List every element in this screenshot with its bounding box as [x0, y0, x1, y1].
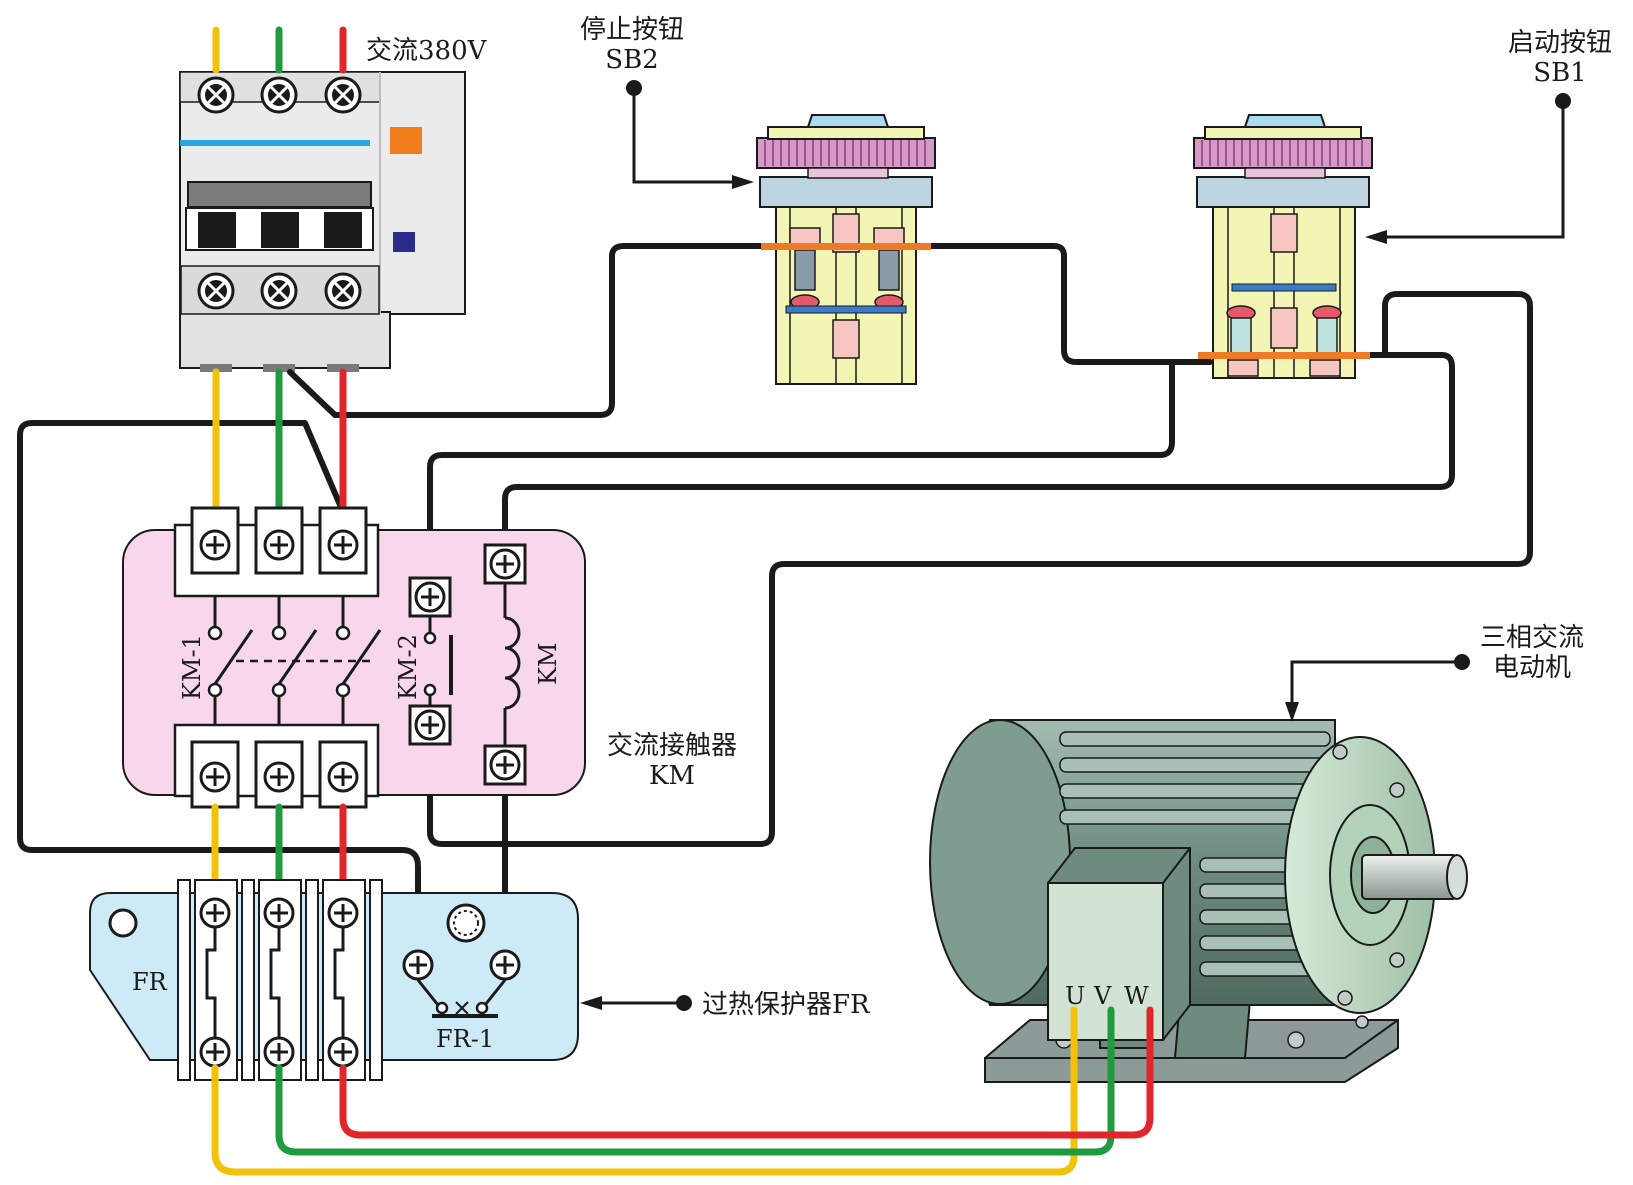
breaker-screw-icon[interactable] — [260, 272, 298, 310]
breaker-screw-icon[interactable] — [324, 76, 362, 114]
stop-button-sb2[interactable] — [756, 114, 936, 385]
contactor-km: KM-1 KM-2 KM — [122, 506, 586, 809]
breaker-screw-icon[interactable] — [324, 272, 362, 310]
km-coil — [483, 543, 527, 786]
contactor-title: 交流接触器 — [607, 731, 737, 761]
three-phase-motor: U V W — [929, 719, 1468, 1083]
km-coil-label: KM — [534, 642, 562, 685]
supply-voltage-label: 交流380V — [366, 36, 488, 66]
stop-button-title: 停止按钮 — [580, 15, 684, 45]
control-wires — [17, 243, 1533, 968]
terminal-w-label: W — [1124, 982, 1149, 1010]
overload-relay-fr: FR FR-1 — [89, 879, 579, 1081]
supply-wires — [212, 26, 347, 74]
stop-button-code: SB2 — [605, 45, 658, 75]
breaker-screw-icon[interactable] — [260, 76, 298, 114]
breaker-screw-icon[interactable] — [197, 272, 235, 310]
km2-aux-contact — [408, 576, 453, 746]
km1-contacts — [207, 596, 382, 725]
fr-label: FR — [132, 968, 168, 996]
km1-label: KM-1 — [178, 634, 206, 700]
terminal-v-label: V — [1093, 982, 1112, 1010]
overload-relay-title: 过热保护器FR — [702, 990, 871, 1020]
motor-title-line2: 电动机 — [1493, 653, 1571, 683]
contactor-code: KM — [649, 761, 695, 791]
breaker-screw-icon[interactable] — [197, 76, 235, 114]
start-button-code: SB1 — [1533, 58, 1586, 88]
km2-label: KM-2 — [394, 634, 422, 700]
fr1-label: FR-1 — [436, 1025, 494, 1053]
main-phase-wires-bottom — [211, 1006, 1154, 1176]
callouts — [580, 80, 1571, 1011]
start-button-title: 启动按钮 — [1508, 28, 1612, 58]
terminal-u-label: U — [1065, 982, 1085, 1010]
start-button-sb1[interactable] — [1193, 114, 1373, 379]
main-phase-wires-top — [212, 368, 347, 514]
circuit-breaker — [179, 71, 466, 372]
main-phase-wires-mid — [211, 803, 347, 897]
motor-title-line1: 三相交流 — [1480, 623, 1584, 653]
